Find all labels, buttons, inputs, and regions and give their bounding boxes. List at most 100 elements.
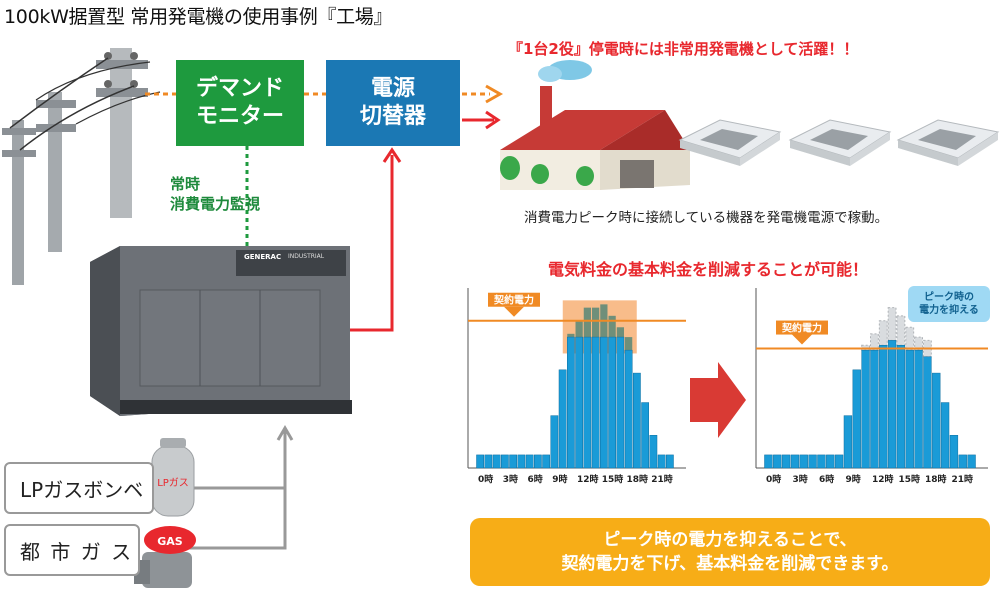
chart-bar [949, 435, 959, 469]
chart-bar [517, 454, 526, 469]
chart-bar [808, 454, 817, 469]
utility-poles-illustration [2, 48, 161, 285]
chart-bar [492, 454, 501, 469]
chart-bar [826, 454, 835, 469]
peak-callout-line1: ピーク時の [924, 292, 974, 303]
demand-monitor-line1: デマンド [195, 76, 284, 101]
x-tick-label: 21時 [952, 473, 974, 485]
chart-bar [799, 454, 808, 469]
chart-bar [834, 454, 844, 469]
factory-caption: 消費電力ピーク時に接続している機器を発電機電源で稼動。 [524, 210, 889, 226]
dual-role-headline: 『1台2役』停電時には非常用発電機として活躍！！ [508, 40, 859, 58]
x-tick-label: 0時 [766, 473, 781, 485]
peak-bar [887, 307, 897, 341]
chart-bar [633, 372, 641, 469]
page-title: 100kW据置型 常用発電機の使用事例『工場』 [4, 6, 393, 28]
x-tick-label: 12時 [872, 473, 894, 485]
contract-label-box [488, 292, 540, 307]
peak-bar [896, 315, 906, 346]
peak-bar [592, 307, 600, 338]
chart-bar [914, 349, 923, 469]
savings-banner: ピーク時の電力を抑えることで、 契約電力を下げ、基本料金を削減できます。 [470, 518, 990, 586]
chart-bar [501, 454, 509, 469]
contract-label-box [776, 320, 828, 335]
chart-bar [967, 454, 976, 469]
contract-label: 契約電力 [782, 322, 822, 335]
demand-monitor-box: デマンド モニター [176, 60, 304, 146]
banner-line1: ピーク時の電力を抑えることで、 [603, 530, 857, 550]
factory-illustration [500, 60, 690, 190]
banner-line2: 契約電力を下げ、基本料金を削減できます。 [561, 554, 899, 574]
city-gas-pipe [176, 488, 287, 550]
chart-bar [575, 336, 583, 469]
x-tick-label: 18時 [925, 473, 947, 485]
air-conditioner-illustration [896, 119, 1000, 166]
chart-bar [896, 345, 906, 469]
peak-highlight [562, 300, 637, 354]
peak-bar [905, 326, 915, 351]
chart-bar [958, 454, 967, 469]
city-gas-box: 都 市 ガ ス [4, 524, 140, 576]
chart-bar [509, 454, 517, 469]
monitoring-label-line1: 常時 [170, 175, 201, 193]
x-tick-label: 6時 [528, 473, 543, 485]
chart-bar [476, 454, 484, 469]
before-after-arrow-icon [690, 362, 746, 438]
peak-bar [567, 333, 575, 338]
lp-gas-box: LPガスボンベ [4, 462, 154, 514]
peak-bar [608, 315, 616, 338]
air-conditioner-illustration [678, 119, 782, 166]
gas-valve-illustration [134, 526, 196, 588]
peak-bar [625, 337, 633, 351]
chart-bar [905, 349, 914, 469]
orange-arrowhead-icon [485, 84, 504, 104]
chart-bar [852, 369, 861, 469]
monitoring-label-line2: 消費電力監視 [170, 195, 261, 213]
chart-bar [649, 435, 658, 469]
generator-to-switch-line [348, 155, 394, 332]
chart-bar [861, 349, 870, 469]
peak-bar [878, 320, 888, 346]
generator-tag: INDUSTRIAL [288, 253, 325, 260]
x-tick-label: 21時 [651, 473, 673, 485]
x-tick-label: 3時 [793, 473, 808, 485]
x-tick-label: 18時 [627, 473, 649, 485]
chart-bar [932, 372, 941, 469]
peak-bar [583, 307, 591, 338]
monitoring-label: 常時 消費電力監視 [170, 174, 260, 214]
chart-bar [542, 454, 550, 469]
gas-arrowhead-icon [276, 425, 294, 441]
chart-bar [608, 336, 616, 469]
chart-bar [657, 454, 666, 469]
chart-bar [484, 454, 493, 469]
chart-bar [583, 336, 592, 469]
power-switch-box: 電源 切替器 [326, 60, 460, 146]
chart-bar [843, 415, 853, 469]
chart-bar [550, 415, 559, 469]
contract-arrow-icon [792, 334, 812, 345]
chart-bar [879, 345, 888, 469]
x-tick-label: 3時 [503, 473, 518, 485]
chart-bar [940, 402, 950, 469]
lp-tank-label: LPガス [157, 477, 189, 489]
chart-bar [666, 454, 674, 469]
x-tick-label: 6時 [819, 473, 834, 485]
peak-callout-line2: 電力を抑える [919, 305, 979, 316]
chart-bar [781, 454, 791, 469]
reduce-headline: 電気料金の基本料金を削減することが可能！ [548, 260, 869, 279]
chart-bar [525, 454, 534, 469]
chart-bar [558, 369, 567, 469]
chart-bar [624, 349, 633, 469]
air-conditioner-illustration [788, 119, 892, 166]
chart-bar [773, 454, 782, 469]
chart-bar [887, 340, 897, 469]
chart-bar [790, 454, 800, 469]
contract-label: 契約電力 [494, 294, 534, 307]
x-tick-label: 0時 [478, 473, 493, 485]
chart-bar [764, 454, 773, 469]
peak-bar [616, 327, 624, 338]
x-tick-label: 15時 [899, 473, 921, 485]
